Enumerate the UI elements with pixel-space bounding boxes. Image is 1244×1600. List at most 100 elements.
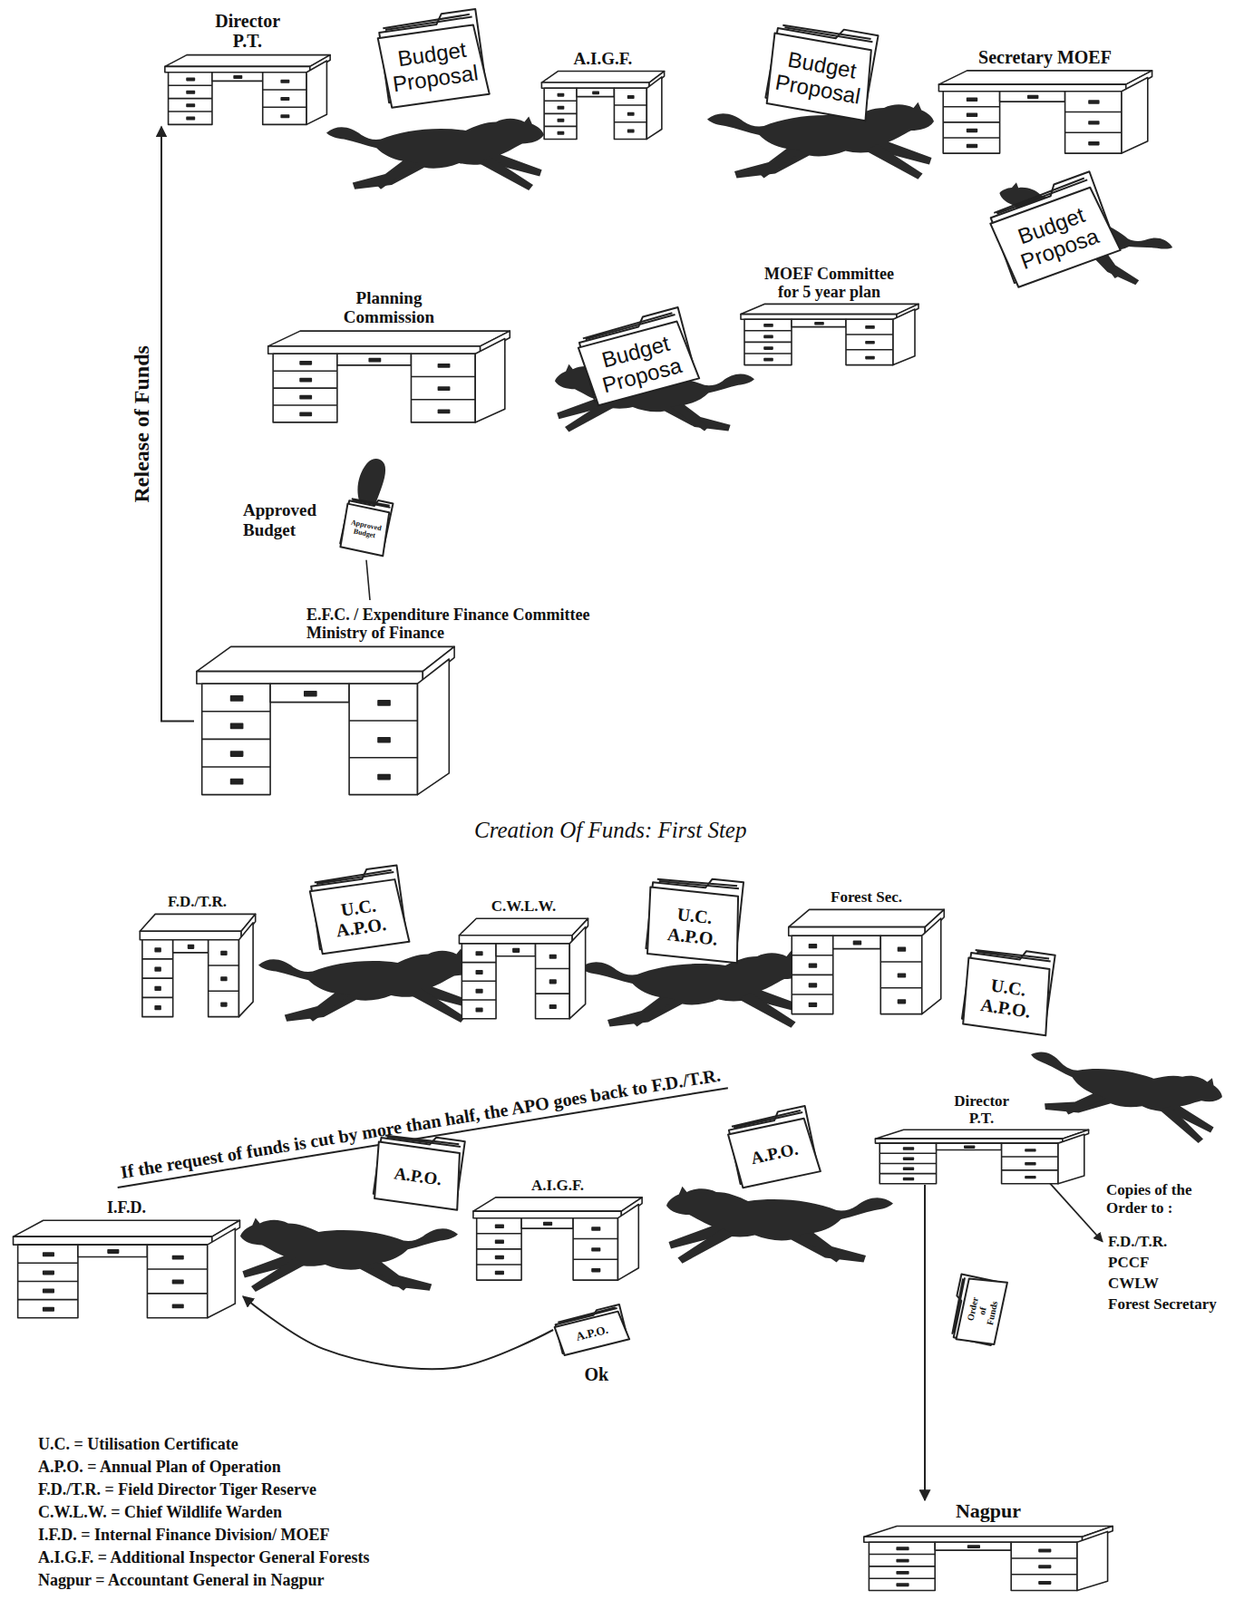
desk-node: Director P.T.: [152, 10, 343, 127]
edge-label: Ok: [584, 1364, 610, 1386]
drawer-handle: [437, 363, 449, 367]
folder-node: Budget Proposa: [981, 167, 1124, 292]
tiger-leg: [797, 1233, 842, 1264]
desk-pedestal: [476, 1218, 522, 1281]
desk-node: A.I.G.F.: [471, 1176, 644, 1283]
desk-node: Director P.T.: [870, 1092, 1093, 1186]
tiger-leg: [759, 148, 804, 179]
desk-pedestal: [146, 1244, 207, 1319]
desk-pedestal: [1064, 91, 1121, 154]
drawer-handle: [865, 326, 875, 329]
desk-pedestal: [18, 1244, 78, 1319]
drawer-handle: [155, 987, 161, 992]
drawer-handle: [963, 1146, 974, 1148]
drawer-line: [18, 1263, 78, 1300]
note-label: Approved Budget: [242, 500, 317, 541]
drawer-handle: [966, 98, 977, 102]
desk-top: [740, 304, 919, 315]
desk-label: E.F.C. / Expenditure Finance Committee M…: [306, 605, 652, 642]
desk-side: [417, 659, 450, 796]
desk-label: Forest Sec.: [830, 888, 903, 906]
folder-node: A.P.O.: [551, 1302, 632, 1358]
drawer-handle: [968, 1545, 981, 1548]
drawer-handle: [592, 1269, 601, 1273]
drawer-handle: [281, 97, 289, 100]
drawer-handle: [300, 412, 311, 416]
desk-edge: [268, 345, 481, 353]
desk-top: [938, 70, 1152, 85]
drawer-handle: [1088, 101, 1099, 105]
drawer-handle: [628, 130, 634, 133]
drawer-line: [461, 962, 496, 1001]
drawer-handle: [764, 347, 773, 350]
desk-label: Secretary MOEF: [978, 47, 1112, 68]
desk-pedestal: [535, 943, 571, 1020]
drawer-handle: [764, 336, 773, 339]
desk-node: C.W.L.W.: [457, 897, 590, 1021]
desk-side: [1077, 1531, 1108, 1591]
drawer-handle: [221, 977, 227, 982]
desk-edge: [165, 66, 311, 72]
drawer-handle: [896, 1571, 909, 1574]
desk-top: [196, 647, 455, 672]
tiger-leg: [410, 989, 466, 1023]
folder-front: [338, 504, 392, 557]
desk-node: Planning Commission: [265, 288, 513, 425]
folder-node: Order of Funds: [946, 1271, 1010, 1350]
drawer-line: [613, 105, 647, 123]
desk-label: F.D./T.R.: [167, 893, 227, 911]
drawer-handle: [231, 724, 243, 729]
abbreviation-key: A.I.G.F. = Additional Inspector General …: [38, 1548, 370, 1568]
drawer-line: [168, 85, 213, 112]
folder-front: [370, 1142, 466, 1211]
desk-drawing: [265, 329, 513, 425]
drawer-handle: [231, 696, 243, 701]
drawer-handle: [186, 77, 195, 80]
drawer-handle: [764, 324, 773, 327]
tiger-leg: [678, 1228, 736, 1264]
desk-drawer: [77, 1244, 148, 1257]
abbreviation-key: F.D./T.R. = Field Director Tiger Reserve: [38, 1480, 317, 1500]
drawer-handle: [1039, 1582, 1051, 1585]
desk-node: I.F.D.: [10, 1198, 243, 1321]
drawer-line: [544, 101, 577, 127]
folder-node: Budget Proposal: [373, 5, 493, 110]
desk-pedestal: [791, 935, 834, 1014]
copies-arrow: [1048, 1181, 1103, 1243]
desk-node: Nagpur: [861, 1500, 1116, 1593]
tiger-leg: [478, 156, 534, 191]
desk-node: A.I.G.F.: [540, 48, 666, 141]
desk-pedestal: [880, 935, 923, 1014]
desk-side: [238, 923, 253, 1018]
drawer-handle: [304, 691, 317, 697]
drawer-line: [410, 376, 476, 399]
desk-side: [1058, 1134, 1085, 1185]
tiger-paw: [357, 458, 386, 505]
desk-drawer: [337, 353, 412, 366]
drawer-handle: [809, 983, 817, 988]
drawer-handle: [476, 990, 483, 993]
drawer-line: [349, 720, 418, 759]
desk-top: [864, 1525, 1113, 1537]
desk-pedestal: [272, 353, 338, 423]
desk-edge: [473, 1211, 622, 1219]
drawer-handle: [903, 1167, 914, 1170]
drawer-handle: [592, 1227, 601, 1231]
folder-front: [578, 320, 700, 408]
note-label: F.D./T.R.: [1107, 1233, 1167, 1252]
desk-drawer: [521, 1218, 574, 1229]
drawer-handle: [107, 1250, 118, 1254]
drawer-handle: [378, 700, 390, 706]
drawer-line: [573, 1239, 618, 1261]
desk-node: E.F.C. / Expenditure Finance Committee M…: [194, 605, 657, 798]
desk-label: Director P.T.: [214, 10, 280, 52]
folder-node: Budget Proposa: [572, 303, 702, 409]
desk-drawing: [861, 1525, 1116, 1593]
tiger-leg: [308, 993, 350, 1022]
desk-drawer: [212, 72, 263, 82]
drawer-handle: [966, 129, 977, 133]
folder-node: U.C. A.P.O.: [641, 870, 748, 966]
drawer-line: [1064, 112, 1121, 134]
tiger-leg: [564, 400, 615, 432]
